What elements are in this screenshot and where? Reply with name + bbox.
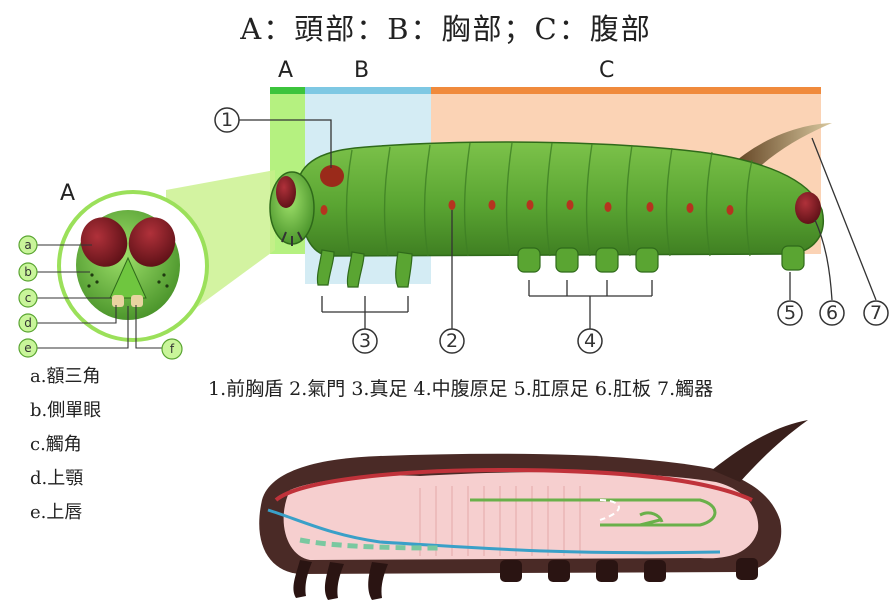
callout-5: 5 [784, 302, 796, 324]
parts-caption: 1.前胸盾 2.氣門 3.真足 4.中腹原足 5.肛原足 6.肛板 7.觸器 [208, 374, 713, 401]
head-part-b: b [24, 265, 32, 279]
legend-item: a.額三角 [30, 360, 101, 394]
head-eye-patch [276, 176, 296, 208]
callout-7: 7 [870, 302, 882, 324]
callout-6: 6 [826, 302, 838, 324]
anal-plate [795, 192, 821, 224]
abdomen-region-bar [431, 87, 821, 94]
legend-item: d.上顎 [30, 462, 101, 496]
head-part-a: a [24, 238, 31, 252]
prothoracic-shield [320, 165, 344, 187]
head-part-d: d [24, 316, 32, 330]
callout-2: 2 [446, 330, 458, 352]
callout-4: 4 [584, 330, 596, 352]
thorax-region-bar [305, 87, 431, 94]
head-parts-legend: a.額三角 b.側單眼 c.觸角 d.上顎 e.上唇 [30, 360, 101, 530]
legend-item: c.觸角 [30, 428, 101, 462]
internal-anatomy [259, 420, 808, 600]
head-part-c: c [25, 291, 32, 305]
callout-1: 1 [221, 109, 233, 131]
legend-item: e.上唇 [30, 496, 101, 530]
head-part-e: e [24, 341, 31, 355]
head-zoom-label: A [60, 181, 75, 206]
legend-item: b.側單眼 [30, 394, 101, 428]
head-region-bar [270, 87, 305, 94]
callout-3: 3 [359, 330, 371, 352]
